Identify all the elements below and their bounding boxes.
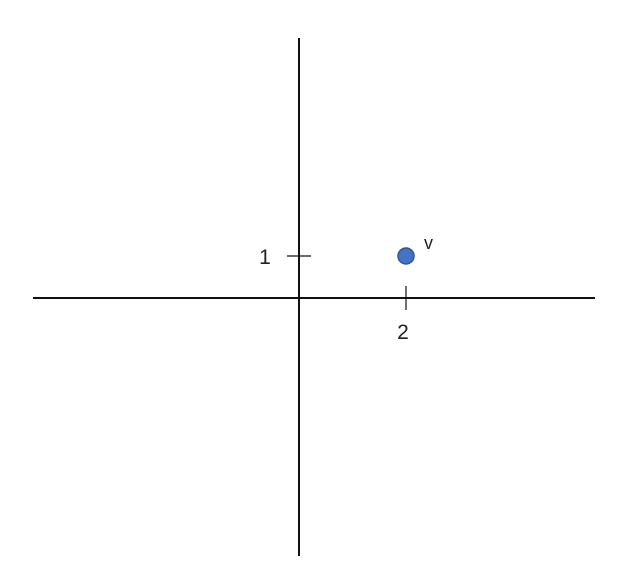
point-v — [397, 247, 415, 265]
x-tick-label: 2 — [397, 321, 409, 344]
point-label: v — [424, 233, 433, 253]
y-tick-label: 1 — [259, 246, 271, 269]
